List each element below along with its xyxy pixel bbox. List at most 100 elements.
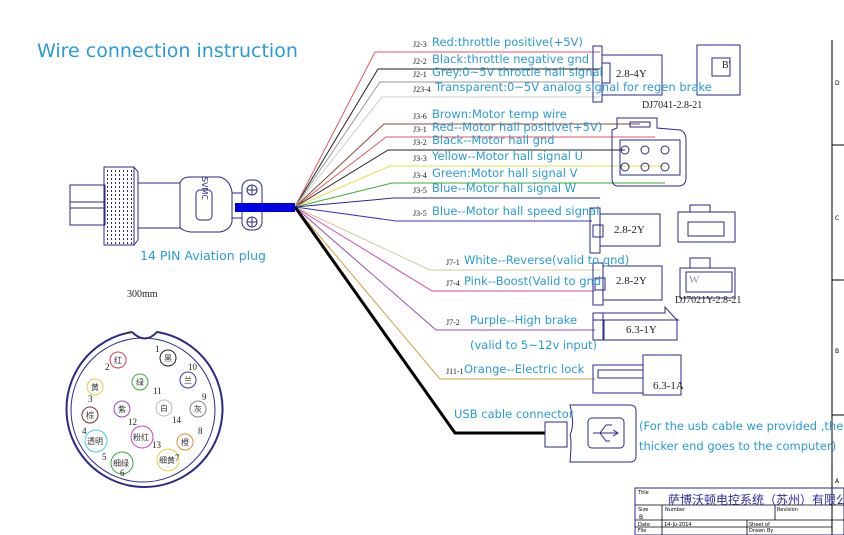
- wire-j3-5: [294, 206, 592, 222]
- knurl-dot: [115, 210, 116, 212]
- knurl-dot: [111, 218, 112, 220]
- knurl-dot: [115, 214, 116, 216]
- knurl-dot: [107, 218, 108, 220]
- knurl-dot: [111, 174, 112, 176]
- knurl-dot: [119, 186, 120, 188]
- knurl-dot: [123, 218, 124, 220]
- knurl-dot: [119, 174, 120, 176]
- knurl-dot: [111, 222, 112, 224]
- knurl-dot: [111, 210, 112, 212]
- wire-code: J7-2: [446, 318, 460, 327]
- knurl-dot: [119, 226, 120, 228]
- wire-code: J3-3: [413, 154, 427, 163]
- knurl-dot: [123, 206, 124, 208]
- pin-number: 10: [188, 362, 197, 372]
- plug-pin-end: [69, 184, 106, 226]
- knurl-dot: [115, 186, 116, 188]
- knurl-dot: [127, 198, 128, 200]
- knurl-dot: [127, 218, 128, 220]
- pin-color-label: 白: [160, 404, 168, 413]
- knurl-dot: [119, 170, 120, 172]
- wire-code: J2-2: [413, 57, 427, 66]
- knurl-dot: [111, 226, 112, 228]
- knurl-dot: [131, 242, 132, 244]
- housing-inner: [685, 271, 733, 293]
- knurl-dot: [127, 186, 128, 188]
- knurl-dot: [123, 186, 124, 188]
- housing-mark-b: B': [722, 60, 731, 71]
- knurl-dot: [127, 202, 128, 204]
- knurl-dot: [131, 202, 132, 204]
- wire-label: White--Reverse(valid to gnd): [464, 253, 630, 267]
- knurl-dot: [131, 206, 132, 208]
- wire-label: Red:throttle positive(+5V): [432, 35, 583, 49]
- pin-circle-4: [81, 406, 99, 424]
- connector-latch: [594, 277, 606, 291]
- connector-6.3-1y: [603, 319, 678, 341]
- knurl-dot: [111, 214, 112, 216]
- wire-code: J11-1: [446, 367, 464, 376]
- wire-j2-3: [294, 51, 600, 208]
- pin-color-label: 细绿: [113, 459, 129, 468]
- housing-dj7041: [696, 44, 741, 96]
- knurl-dot: [119, 222, 120, 224]
- wire-j7-4: [294, 206, 595, 292]
- knurl-dot: [119, 198, 120, 200]
- knurl-dot: [119, 242, 120, 244]
- wire-code: J3-2: [413, 138, 427, 147]
- wire-j2-1: [294, 81, 600, 208]
- tb-number-label: Number: [665, 507, 686, 513]
- knurl-dot: [119, 234, 120, 236]
- knurl-dot: [111, 178, 112, 180]
- knurl-dot: [119, 194, 120, 196]
- knurl-dot: [115, 182, 116, 184]
- knurl-dot: [127, 170, 128, 172]
- knurl-dot: [115, 242, 116, 244]
- company-name: 萨博沃顿电控系统（苏州）有限公司: [668, 493, 844, 507]
- knurl-dot: [123, 182, 124, 184]
- knurl-dot: [119, 206, 120, 208]
- knurl-dot: [107, 170, 108, 172]
- knurl-dot: [115, 194, 116, 196]
- wire-code: J2-1: [413, 70, 427, 79]
- length-label: 300mm: [127, 289, 158, 300]
- knurl-dot: [107, 234, 108, 236]
- knurl-dot: [115, 218, 116, 220]
- pin-circle-14: [155, 399, 173, 417]
- knurl-dot: [119, 178, 120, 180]
- knurl-dot: [119, 230, 120, 232]
- pin-color-label: 橙: [181, 438, 189, 447]
- knurl-dot: [111, 202, 112, 204]
- frame-zone-letter: A: [835, 478, 840, 485]
- housing-mark-w: W: [689, 274, 700, 286]
- knurl-dot: [127, 226, 128, 228]
- plug-housing: [179, 176, 233, 233]
- cable-sheath: [235, 203, 295, 212]
- connector-6pin-grid: [619, 139, 681, 176]
- knurl-dot: [123, 226, 124, 228]
- pin-circle-10: [179, 371, 197, 389]
- title-block-grid: [635, 504, 844, 535]
- knurl-dot: [119, 202, 120, 204]
- knurl-dot: [131, 186, 132, 188]
- pin-number: 11: [153, 386, 162, 396]
- usb-note-1: (For the usb cable we provided ,the: [639, 419, 844, 433]
- wire-j3-5: [294, 197, 600, 208]
- knurl-dot: [123, 242, 124, 244]
- diagram-title: Wire connection instruction: [37, 40, 298, 62]
- knurl-dot: [123, 214, 124, 216]
- knurl-dot: [123, 234, 124, 236]
- pin-circle-8: [176, 433, 194, 451]
- knurl-dot: [123, 210, 124, 212]
- wire-label: Orange--Electric lock: [464, 362, 585, 376]
- usb-plug-neck: [544, 421, 568, 448]
- wire-label: Grey:0~5V throttle hall signal: [432, 65, 603, 79]
- pin-color-label: 黄: [91, 383, 99, 392]
- pin-color-label: 黑: [164, 354, 172, 363]
- usb-icon-frame: [587, 417, 625, 449]
- knurl-dot: [131, 218, 132, 220]
- wire-label: Pink--Boost(Valid to gnd: [464, 274, 602, 288]
- wire-j11-1: [294, 206, 595, 380]
